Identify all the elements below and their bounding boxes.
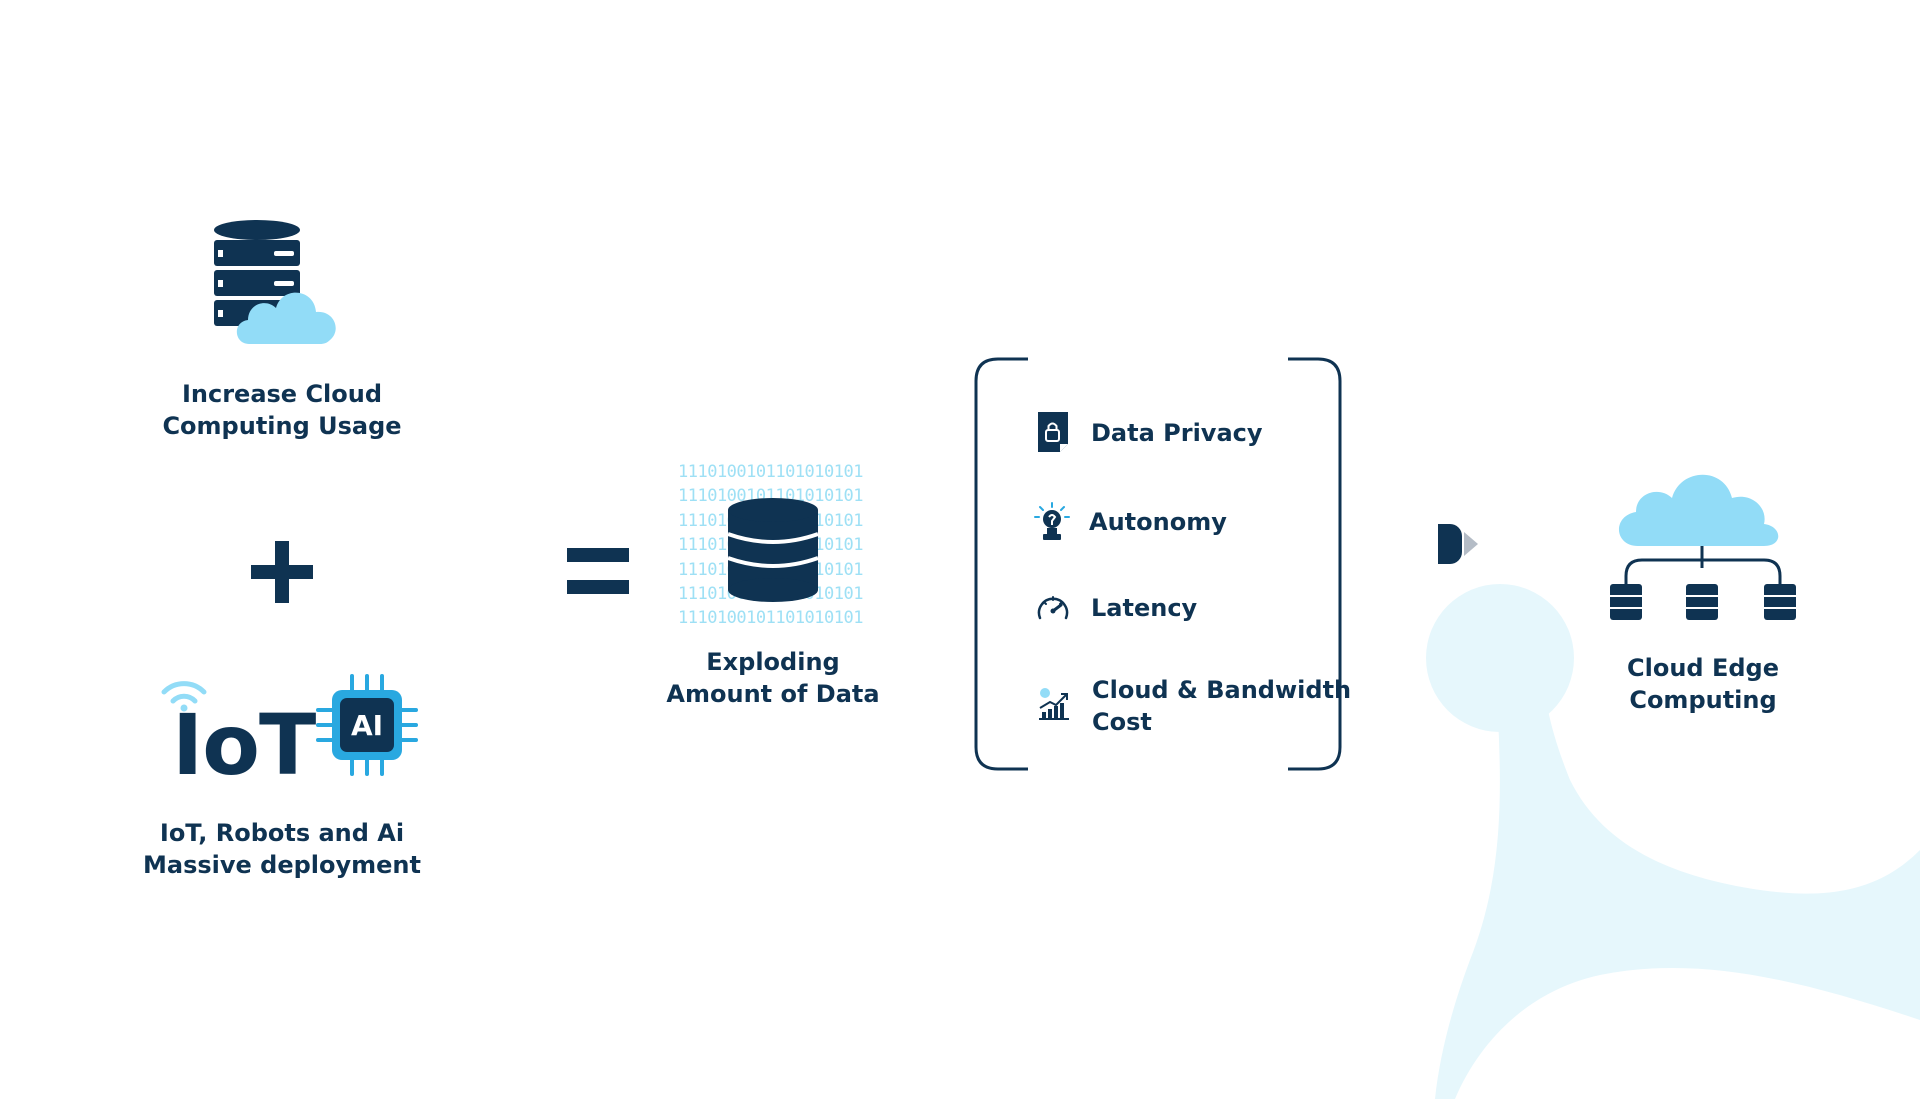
- ai-chip-icon: AI: [316, 674, 418, 776]
- cloud-usage-label: Increase Cloud Computing Usage: [162, 380, 402, 440]
- binary-row: 1110100101101010101: [678, 608, 863, 629]
- data-label: Exploding Amount of Data: [666, 648, 880, 708]
- edge-label: Cloud Edge Computing: [1627, 654, 1779, 714]
- lock-document-icon: [1038, 412, 1068, 452]
- autonomy-label: Autonomy: [1089, 508, 1227, 536]
- robot-arm-icon: [1034, 502, 1070, 540]
- cloud-edge-network-icon: [1610, 474, 1796, 620]
- latency-label: Latency: [1091, 594, 1198, 622]
- cost-label: Cloud & Bandwidth Cost: [1092, 676, 1352, 736]
- ai-chip-text: AI: [351, 709, 383, 742]
- data-privacy-label: Data Privacy: [1091, 419, 1263, 447]
- iot-logo: IoT: [172, 696, 316, 794]
- binary-row: 1110100101101010101: [678, 486, 863, 507]
- logo-mark-icon: [1438, 524, 1478, 564]
- database-icon: [728, 498, 818, 602]
- speedometer-icon: [1037, 596, 1069, 620]
- iot-label: IoT, Robots and Ai Massive deployment: [143, 819, 421, 879]
- bracket-frame: [974, 357, 1342, 771]
- wifi-icon: [161, 681, 207, 712]
- cost-chart-icon: [1039, 688, 1069, 720]
- cloud-database-icon: [214, 220, 336, 344]
- binary-row: 1110100101101010101: [678, 462, 863, 482]
